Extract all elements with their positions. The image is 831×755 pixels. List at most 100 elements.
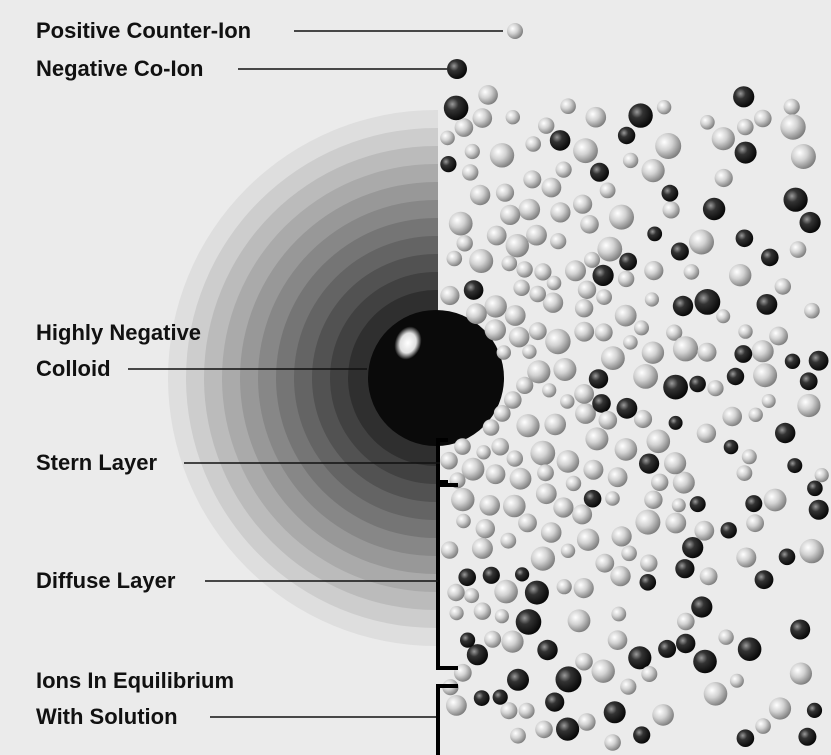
negative-co-ion <box>658 639 677 658</box>
positive-counter-ion <box>729 264 752 287</box>
positive-counter-ion <box>633 409 653 429</box>
positive-counter-ion <box>504 391 522 409</box>
positive-counter-ion <box>646 429 671 454</box>
negative-co-ion <box>592 264 614 286</box>
positive-counter-ion <box>446 250 463 267</box>
negative-co-ion <box>702 197 726 221</box>
positive-counter-ion <box>574 299 594 318</box>
positive-counter-ion <box>599 182 616 199</box>
positive-counter-ion <box>565 260 586 282</box>
positive-counter-ion <box>621 545 637 562</box>
negative-co-ion <box>549 130 571 151</box>
positive-counter-ion <box>560 98 576 114</box>
positive-counter-ion <box>538 117 555 134</box>
positive-counter-ion <box>573 194 593 214</box>
negative-co-ion <box>639 574 657 591</box>
positive-counter-ion <box>672 471 695 494</box>
positive-counter-ion <box>556 450 580 473</box>
negative-co-ion <box>524 580 549 605</box>
positive-counter-ion <box>575 652 593 671</box>
positive-counter-ion <box>572 504 593 525</box>
positive-counter-ion <box>597 236 623 262</box>
positive-counter-ion <box>553 497 574 518</box>
positive-counter-ion <box>699 567 718 586</box>
negative-co-ion <box>507 668 529 691</box>
positive-counter-ion <box>662 201 680 219</box>
negative-co-ion <box>619 252 637 271</box>
positive-counter-ion <box>666 324 683 341</box>
positive-counter-ion <box>494 609 509 624</box>
diffuse-layer-bracket <box>436 483 458 670</box>
positive-counter-ion <box>540 522 562 543</box>
stern-layer-bracket <box>436 438 448 484</box>
positive-counter-ion <box>683 264 700 280</box>
positive-counter-ion <box>535 720 553 739</box>
positive-counter-ion <box>644 261 664 281</box>
positive-counter-ion <box>697 342 717 362</box>
positive-counter-ion <box>607 467 628 488</box>
negative-co-ion <box>694 289 721 315</box>
positive-counter-ion <box>700 115 715 130</box>
positive-counter-ion <box>501 630 524 653</box>
positive-counter-ion <box>555 161 572 178</box>
positive-counter-ion <box>453 663 472 682</box>
positive-counter-ion <box>574 321 595 342</box>
positive-counter-ion <box>761 394 776 408</box>
negative-co-ion <box>737 637 762 661</box>
positive-counter-ion <box>737 118 754 136</box>
positive-counter-ion <box>493 405 511 422</box>
positive-counter-ion <box>449 606 464 621</box>
positive-counter-ion <box>677 612 695 631</box>
negative-co-ion <box>492 689 508 705</box>
positive-counter-ion <box>447 583 465 602</box>
negative-co-ion <box>787 458 803 474</box>
positive-counter-ion <box>601 346 625 370</box>
negative-co-ion <box>628 103 653 128</box>
positive-counter-ion <box>623 335 638 350</box>
positive-counter-ion <box>755 718 771 734</box>
positive-counter-ion <box>634 320 649 336</box>
positive-counter-ion <box>534 263 552 281</box>
negative-ion-sample <box>447 59 467 79</box>
positive-counter-ion <box>738 324 753 339</box>
negative-co-ion <box>661 184 679 202</box>
positive-counter-ion <box>440 451 458 470</box>
positive-counter-ion <box>711 127 735 151</box>
positive-counter-ion <box>573 138 598 164</box>
positive-counter-ion <box>489 143 515 168</box>
negative-co-ion <box>783 187 808 212</box>
negative-co-ion <box>515 567 530 582</box>
positive-counter-ion <box>535 483 557 505</box>
positive-counter-ion <box>583 459 604 480</box>
positive-counter-ion <box>753 363 778 388</box>
negative-co-ion <box>806 702 823 719</box>
positive-counter-ion <box>516 414 540 438</box>
positive-counter-ion <box>456 235 473 252</box>
negative-co-ion <box>808 499 829 520</box>
positive-counter-ion <box>694 520 715 541</box>
positive-counter-ion <box>454 438 471 455</box>
negative-co-ion <box>723 439 739 455</box>
negative-co-ion <box>458 568 477 587</box>
label-ions-in-equilibrium-line2: With Solution <box>36 704 178 729</box>
potential-shading-rings <box>168 110 438 646</box>
label-negative-co-ion: Negative Co-Ion <box>36 56 203 81</box>
positive-counter-ion <box>763 488 787 512</box>
positive-counter-ion <box>736 465 753 481</box>
positive-counter-ion <box>527 360 551 384</box>
positive-counter-ion <box>505 234 529 258</box>
negative-co-ion <box>784 353 801 369</box>
positive-counter-ion <box>544 413 566 436</box>
negative-co-ion <box>670 242 689 261</box>
positive-counter-ion <box>484 630 502 648</box>
positive-counter-ion <box>504 305 526 326</box>
negative-co-ion <box>734 345 753 363</box>
positive-counter-ion <box>500 702 518 720</box>
positive-counter-ion <box>440 130 455 146</box>
positive-counter-ion <box>644 490 663 509</box>
positive-counter-ion <box>780 114 806 140</box>
positive-counter-ion <box>610 565 631 587</box>
positive-counter-ion <box>741 449 757 465</box>
positive-counter-ion <box>748 407 763 422</box>
positive-counter-ion <box>503 494 526 518</box>
